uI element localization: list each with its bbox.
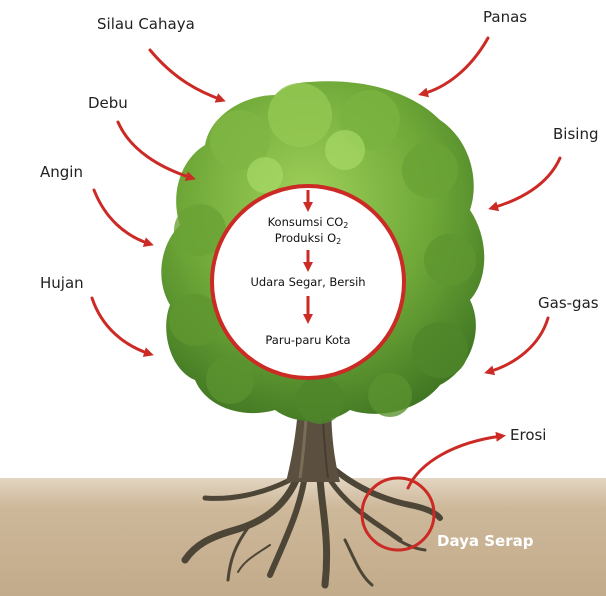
- label-angin: Angin: [40, 165, 83, 180]
- label-hujan: Hujan: [40, 276, 84, 291]
- label-panas: Panas: [483, 10, 527, 25]
- label-debu: Debu: [88, 96, 128, 111]
- label-silau-cahaya: Silau Cahaya: [97, 17, 195, 32]
- label-gas-gas: Gas-gas: [538, 296, 599, 311]
- center-line-paru-paru: Paru-paru Kota: [218, 334, 398, 347]
- label-bising: Bising: [553, 127, 598, 142]
- arrow-hujan: [92, 298, 150, 354]
- arrow-silau-cahaya: [150, 50, 222, 100]
- arrow-angin: [94, 190, 150, 244]
- center-line-produksi: Produksi O2: [218, 232, 398, 246]
- arrow-gas-gas: [488, 318, 548, 372]
- arrow-debu: [118, 122, 192, 178]
- label-daya-serap: Daya Serap: [437, 532, 533, 550]
- center-line-konsumsi: Konsumsi CO2: [218, 216, 398, 230]
- label-erosi: Erosi: [510, 428, 546, 443]
- arrow-panas: [422, 38, 488, 94]
- center-line-udara: Udara Segar, Bersih: [218, 276, 398, 289]
- arrow-bising: [492, 158, 560, 208]
